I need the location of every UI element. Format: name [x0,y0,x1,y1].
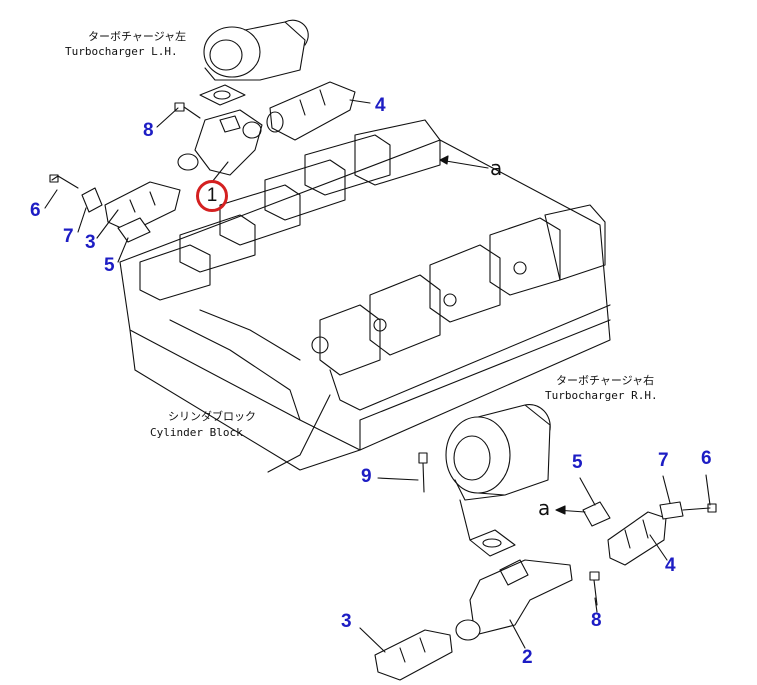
stud-9-rh [418,452,428,493]
callout-3-lh: 3 [85,232,96,253]
gasket-5-lh [117,217,151,243]
ref-a-top: a [490,156,503,180]
spacer-7-rh [659,501,684,520]
spacer-7-lh [81,187,103,213]
turbocharger-rh [445,404,551,501]
gasket-rh [469,529,516,557]
callout-8-lh: 8 [143,120,154,141]
callout-3-rh: 3 [341,611,352,632]
callout-9-rh: 9 [361,466,372,487]
callout-7-rh: 7 [658,450,669,471]
callout-4-rh: 4 [665,555,676,576]
bolt-6-lh [49,174,79,189]
bolt-8-rh [589,571,600,606]
callout-6-rh: 6 [701,448,712,469]
ref-a-bottom: a [538,496,551,520]
cylinder-block-jp-label: シリンダブロック [168,410,256,423]
exhaust-manifold-2-rh [455,499,573,641]
cylinder-block-en-label: Cylinder Block [150,426,243,439]
bolt-8-lh [174,102,201,119]
bolt-6-rh [682,503,717,513]
callout-2-rh: 2 [522,647,533,668]
callout-1-highlighted: 1 [196,180,228,212]
ref-arrow-top [439,155,489,169]
turbo-lh-en-label: Turbocharger L.H. [65,45,178,58]
callout-4-lh: 4 [375,95,386,116]
gasket-5-rh [582,501,611,527]
cylinder-block [119,119,611,473]
callout-6-lh: 6 [30,200,41,221]
turbocharger-lh [203,19,309,81]
exhaust-manifold-1-lh [177,109,263,176]
exhaust-manifold-4-rh [607,511,667,566]
exhaust-manifold-3-lh [104,181,181,233]
ref-arrow-bottom [555,505,586,515]
gasket-lh [199,84,246,106]
callout-5-rh: 5 [572,452,583,473]
turbo-lh-jp-label: ターボチャージャ左 [88,30,187,43]
turbo-rh-jp-label: ターボチャージャ右 [556,374,655,387]
callout-5-lh: 5 [104,255,115,276]
exhaust-manifold-4-lh [266,81,356,141]
callout-7-lh: 7 [63,226,74,247]
turbo-rh-en-label: Turbocharger R.H. [545,389,658,402]
callout-8-rh: 8 [591,610,602,631]
leader-lines [44,99,711,653]
exhaust-manifold-3-rh [374,629,453,681]
